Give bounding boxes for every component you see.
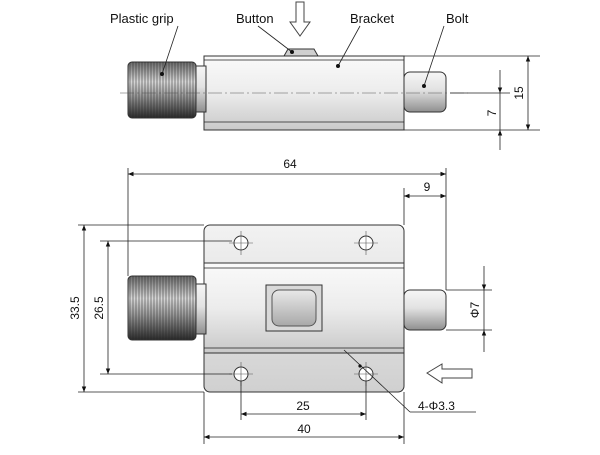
front-bolt [403,289,447,331]
side-bolt [403,71,447,113]
label-button: Button [236,11,274,26]
dim-holes: 4-Φ3.3 [418,399,455,413]
dim-overall-length: 64 [283,157,297,171]
label-bracket: Bracket [350,11,394,26]
front-view: 64 9 33.5 26.5 Φ7 25 40 [68,157,492,444]
dim-outer-height: 33.5 [68,296,82,320]
dim-side-center: 7 [485,109,499,116]
slide-arrow-icon [426,363,473,384]
dim-bolt-protrusion: 9 [424,180,431,194]
dim-bolt-diameter: Φ7 [468,302,482,319]
front-button [271,289,317,327]
mounting-holes [229,231,378,386]
dim-bracket-width: 40 [297,422,311,436]
side-view: Plastic grip Button Bracket Bolt 15 7 [110,1,540,150]
dim-inner-height: 26.5 [92,296,106,320]
label-bolt: Bolt [446,11,469,26]
press-arrow-icon [289,1,311,37]
dim-side-height: 15 [512,86,526,100]
dim-hole-spacing: 25 [296,399,310,413]
label-plastic-grip: Plastic grip [110,11,174,26]
